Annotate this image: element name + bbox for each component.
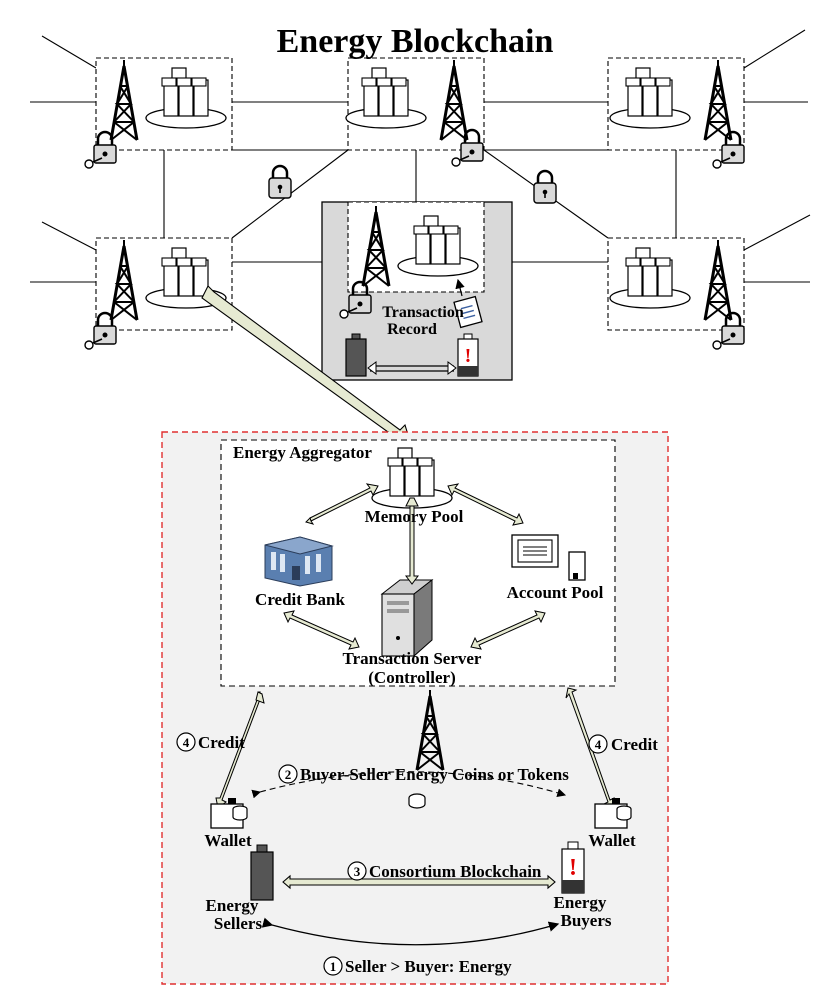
transaction-record-label-2: Record: [387, 321, 437, 338]
clipboard-icon: [453, 295, 483, 329]
coin-icon: [408, 793, 426, 809]
energy-sellers-label-1: Energy: [206, 896, 259, 915]
credit-bank-label: Credit Bank: [255, 590, 345, 609]
transaction-server-label-1: Transaction Server: [343, 649, 482, 668]
coins-tokens-arrow: [251, 771, 567, 799]
account-pool-icon: [511, 534, 586, 581]
energy-sellers-label-2: Sellers: [214, 914, 263, 933]
server-icon: [380, 578, 434, 658]
step-2: 2: [285, 767, 292, 782]
consortium-arrow: [282, 874, 556, 890]
energy-buyers-label-1: Energy: [554, 893, 607, 912]
svg-text:!: !: [569, 855, 577, 881]
aggregator-arrows: [283, 483, 546, 650]
credit-label-left: Credit: [198, 733, 245, 752]
memory-pool-label: Memory Pool: [365, 507, 464, 526]
blockchain-network: !: [30, 29, 811, 381]
seller-battery-large-icon: [250, 844, 274, 901]
energy-buyers-label-2: Buyers: [561, 911, 612, 930]
diagram-title: Energy Blockchain: [277, 23, 554, 60]
step-4-right: 4: [595, 737, 602, 752]
coins-tokens-label: Buyer-Seller Energy Coins or Tokens: [300, 765, 569, 784]
account-pool-label: Account Pool: [507, 583, 604, 602]
buyer-battery-large-icon: !: [561, 841, 585, 894]
seller-battery-icon: [345, 333, 367, 377]
bank-building-icon: [264, 536, 334, 587]
wallet-label-right: Wallet: [588, 831, 636, 850]
step-1: 1: [330, 959, 337, 974]
energy-flow-arrow: [261, 917, 560, 946]
credit-label-right: Credit: [611, 735, 658, 754]
wallet-label-left: Wallet: [204, 831, 252, 850]
consortium-label: Consortium Blockchain: [369, 862, 542, 881]
svg-text:!: !: [465, 345, 472, 367]
step-4-left: 4: [183, 735, 190, 750]
transaction-server-label-2: (Controller): [368, 668, 456, 687]
seller-buyer-label: Seller > Buyer: Energy: [345, 957, 512, 976]
transaction-record-label-1: Transaction: [382, 304, 464, 321]
step-3: 3: [354, 864, 361, 879]
energy-aggregator-label: Energy Aggregator: [233, 443, 372, 462]
buyer-battery-icon: !: [457, 333, 479, 377]
